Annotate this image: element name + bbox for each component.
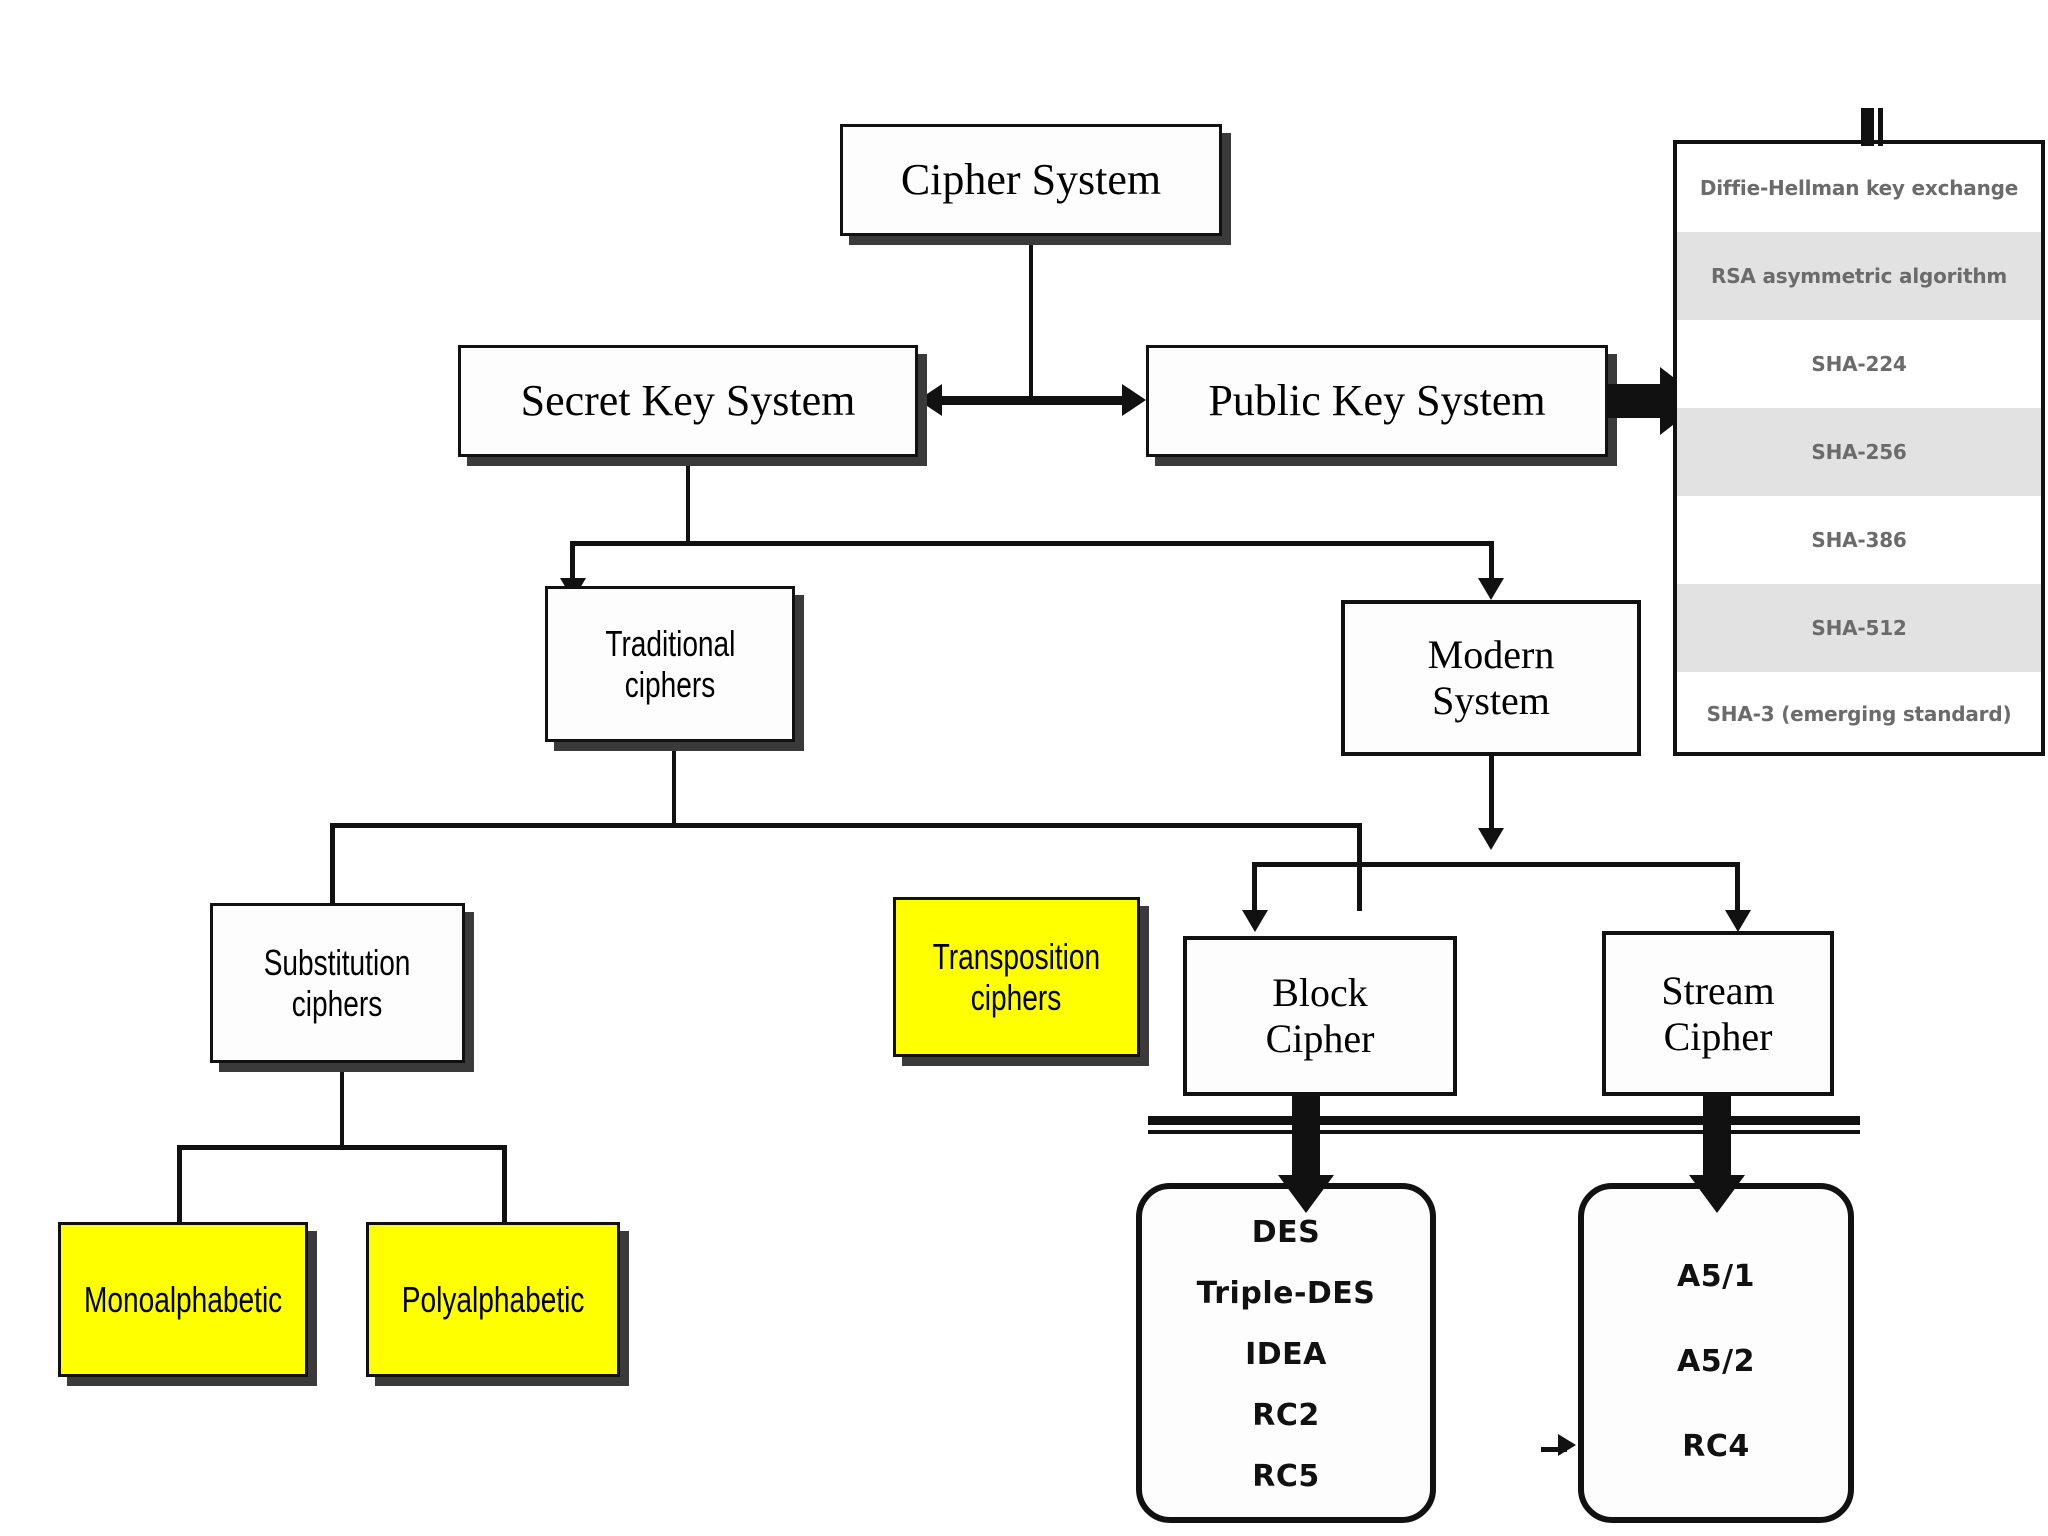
node-monoalphabetic-label: Monoalphabetic	[83, 1278, 283, 1320]
panel-row-0[interactable]: Diffie-Hellman key exchange	[1699, 176, 2019, 200]
fat-arrow-stream-to-algorithms	[1689, 1093, 1745, 1213]
node-secret-key-system-label: Secret Key System	[520, 375, 856, 425]
rail-top-line	[1148, 1116, 1860, 1125]
node-public-key-system[interactable]: Public Key System	[1146, 345, 1608, 457]
node-transposition-ciphers-label-line2: ciphers	[971, 977, 1062, 1018]
stream-algorithm-item-1: A5/2	[1677, 1344, 1755, 1379]
arrowhead-left-secret	[918, 384, 942, 416]
connector-branch-polyalphabetic	[502, 1145, 507, 1225]
arrowhead-down-block	[1242, 910, 1268, 932]
public-key-algorithm-panel[interactable]: Diffie-Hellman key exchange RSA asymmetr…	[1673, 140, 2045, 756]
node-block-cipher[interactable]: Block Cipher	[1183, 936, 1457, 1096]
connector-secret-down	[686, 457, 690, 544]
node-transposition-ciphers-label-line1: Transposition	[932, 935, 1101, 977]
block-algorithm-item-4: RC5	[1252, 1459, 1320, 1494]
node-polyalphabetic-label: Polyalphabetic	[401, 1278, 585, 1320]
block-cipher-algorithm-box[interactable]: DES Triple-DES IDEA RC2 RC5	[1136, 1183, 1436, 1523]
panel-row-4[interactable]: SHA-386	[1811, 528, 1907, 552]
node-block-cipher-label-line1: Block	[1272, 970, 1368, 1015]
node-stream-cipher-label-line1: Stream	[1661, 967, 1775, 1013]
rail-bottom-line	[1148, 1130, 1860, 1134]
connector-branch-substitution	[330, 823, 335, 911]
node-public-key-system-label: Public Key System	[1208, 375, 1546, 425]
arrowhead-down-modern	[1478, 578, 1504, 600]
panel-row-1[interactable]: RSA asymmetric algorithm	[1677, 232, 2041, 320]
block-algorithm-item-0: DES	[1251, 1215, 1321, 1250]
connector-traditional-hbar	[330, 823, 1362, 828]
arrowhead-right-public	[1122, 384, 1146, 416]
stream-algorithm-item-0: A5/1	[1677, 1259, 1755, 1294]
connector-branch-stream	[1735, 862, 1740, 920]
node-transposition-ciphers[interactable]: Transposition ciphers	[893, 897, 1140, 1057]
block-algorithm-item-3: RC2	[1252, 1398, 1320, 1433]
connector-traditional-down	[672, 748, 676, 826]
panel-row-6[interactable]: SHA-3 (emerging standard)	[1706, 702, 2012, 726]
connector-substitution-hbar	[177, 1145, 507, 1150]
connector-modern-down	[1489, 756, 1494, 834]
node-modern-system[interactable]: Modern System	[1341, 600, 1641, 756]
connector-cipher-to-keysplit	[1029, 236, 1033, 404]
stream-feeder-line	[1541, 1447, 1567, 1452]
node-cipher-system-label: Cipher System	[900, 154, 1162, 204]
node-substitution-ciphers[interactable]: Substitution ciphers	[210, 903, 465, 1063]
connector-branch-traditional	[570, 541, 575, 586]
block-algorithm-item-1: Triple-DES	[1196, 1276, 1376, 1311]
panel-top-tick-icon	[1861, 108, 1874, 146]
node-substitution-ciphers-label-line2: ciphers	[292, 983, 383, 1024]
stream-cipher-algorithm-box[interactable]: A5/1 A5/2 RC4	[1578, 1183, 1854, 1523]
node-modern-system-label-line1: Modern	[1427, 632, 1555, 677]
panel-top-tick-thin-icon	[1878, 108, 1883, 146]
node-traditional-ciphers-label-line2: ciphers	[624, 664, 716, 705]
node-traditional-ciphers-label-line1: Traditional	[604, 622, 736, 664]
block-algorithm-item-2: IDEA	[1245, 1337, 1327, 1372]
panel-row-3[interactable]: SHA-256	[1677, 408, 2041, 496]
stream-algorithm-item-2: RC4	[1682, 1429, 1750, 1464]
connector-branch-block	[1252, 862, 1257, 920]
arrowhead-down-modern-split	[1478, 828, 1504, 850]
connector-modern-hbar	[1252, 862, 1740, 867]
panel-row-2[interactable]: SHA-224	[1811, 352, 1907, 376]
connector-secret-hbar	[570, 541, 1494, 546]
node-polyalphabetic[interactable]: Polyalphabetic	[366, 1222, 620, 1377]
node-substitution-ciphers-label-line1: Substitution	[264, 941, 411, 983]
arrowhead-down-stream	[1725, 910, 1751, 932]
node-block-cipher-label-line2: Cipher	[1265, 1016, 1375, 1061]
panel-row-5[interactable]: SHA-512	[1677, 584, 2041, 672]
arrowhead-stream-feeder	[1558, 1434, 1576, 1456]
connector-substitution-down	[340, 1058, 344, 1148]
node-stream-cipher[interactable]: Stream Cipher	[1602, 931, 1834, 1096]
connector-branch-transposition	[1357, 823, 1362, 911]
node-modern-system-label-line2: System	[1432, 678, 1550, 723]
connector-branch-modern	[1489, 541, 1494, 586]
node-stream-cipher-label-line2: Cipher	[1663, 1013, 1773, 1059]
connector-secret-public-bar	[940, 396, 1130, 405]
node-monoalphabetic[interactable]: Monoalphabetic	[58, 1222, 308, 1377]
connector-branch-monoalphabetic	[177, 1145, 182, 1225]
node-secret-key-system[interactable]: Secret Key System	[458, 345, 918, 457]
fat-arrow-block-to-algorithms	[1278, 1093, 1334, 1213]
node-traditional-ciphers[interactable]: Traditional ciphers	[545, 586, 795, 742]
node-cipher-system[interactable]: Cipher System	[840, 124, 1222, 236]
